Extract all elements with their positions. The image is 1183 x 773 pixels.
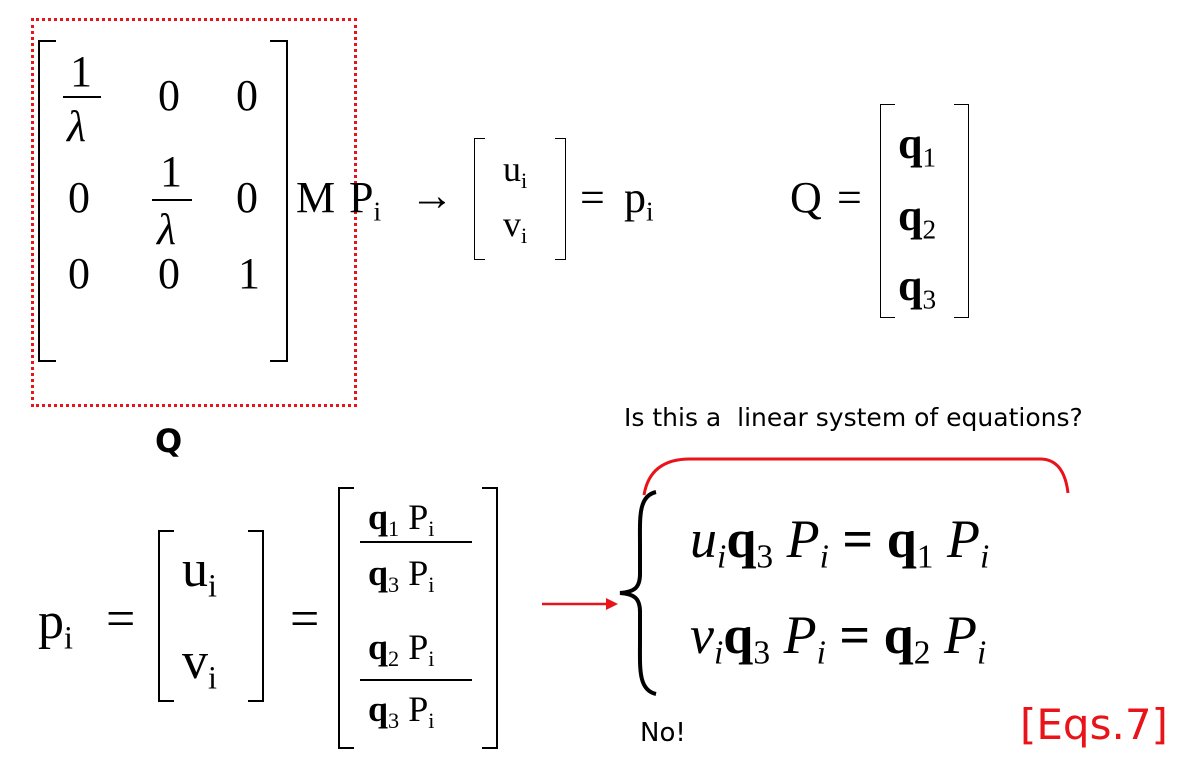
frac1-numerator: q1 Pi: [368, 497, 435, 542]
frac1-bar: [360, 541, 472, 543]
point-P: Pi: [349, 173, 382, 227]
frac2-denominator: q3 Pi: [368, 689, 435, 734]
matrix-r2c2-denominator: λ: [157, 205, 177, 254]
curly-brace-icon: [619, 490, 657, 696]
matrix-r1c2: 0: [158, 71, 180, 120]
matrix-left-bracket: [38, 40, 56, 362]
equation-1: uiq3 Pi = q1 Pi: [690, 509, 990, 576]
matrix-r1c3: 0: [236, 71, 258, 120]
image-point-p: pi: [624, 173, 654, 227]
box-label: Q: [155, 422, 183, 460]
frac2-bar: [360, 679, 472, 681]
red-arrow-icon: [542, 598, 618, 610]
uv-left-bracket: [474, 138, 485, 260]
equation-2: viq3 Pi = q2 Pi: [690, 605, 987, 672]
question-text: Is this a linear system of equations?: [624, 403, 1083, 432]
Q-left-bracket: [880, 104, 895, 318]
equals-sign: =: [580, 173, 605, 222]
matrix-r3c3: 1: [238, 249, 260, 298]
p-i-lhs: pi: [38, 593, 73, 656]
arrow-icon: →: [410, 171, 454, 220]
uv2-bottom: vi: [182, 633, 217, 696]
Q-row-2: q2: [898, 191, 937, 245]
frac2-numerator: q2 Pi: [368, 627, 435, 672]
matrix-r3c1: 0: [68, 249, 90, 298]
matrix-M: M: [296, 173, 336, 222]
highlight-box: [31, 18, 357, 407]
matrix-r3c2: 0: [158, 249, 180, 298]
matrix-right-bracket: [270, 40, 288, 362]
answer-text: No!: [640, 718, 686, 748]
matrix-r2c2-numerator: 1: [160, 147, 182, 196]
frac1-denominator: q3 Pi: [368, 553, 435, 598]
matrix-r2c2-fraction-bar: [152, 199, 192, 201]
frac-left-bracket: [338, 487, 354, 749]
Q-row-3: q3: [898, 261, 937, 315]
Q-equals: =: [837, 173, 862, 222]
uv-top: ui: [503, 149, 528, 194]
uv-right-bracket: [555, 138, 566, 260]
bottom-equals-1: =: [106, 591, 136, 648]
uv2-right-bracket: [248, 530, 264, 702]
matrix-r1c1-fraction-bar: [63, 96, 101, 98]
uv2-top: ui: [182, 541, 217, 604]
matrix-r1c1-numerator: 1: [70, 47, 92, 96]
Q-right-bracket: [954, 104, 969, 318]
frac-right-bracket: [482, 487, 498, 749]
red-arc: [642, 457, 1070, 496]
Q-row-1: q1: [898, 119, 937, 173]
Q-symbol: Q: [790, 173, 822, 222]
uv2-left-bracket: [158, 530, 174, 702]
matrix-r1c1-denominator: λ: [67, 102, 87, 151]
matrix-r2c3: 0: [236, 173, 258, 222]
matrix-r2c1: 0: [68, 173, 90, 222]
uv-bottom: vi: [503, 204, 528, 249]
bottom-equals-2: =: [290, 591, 320, 648]
equation-tag: [Eqs.7]: [1020, 700, 1168, 749]
